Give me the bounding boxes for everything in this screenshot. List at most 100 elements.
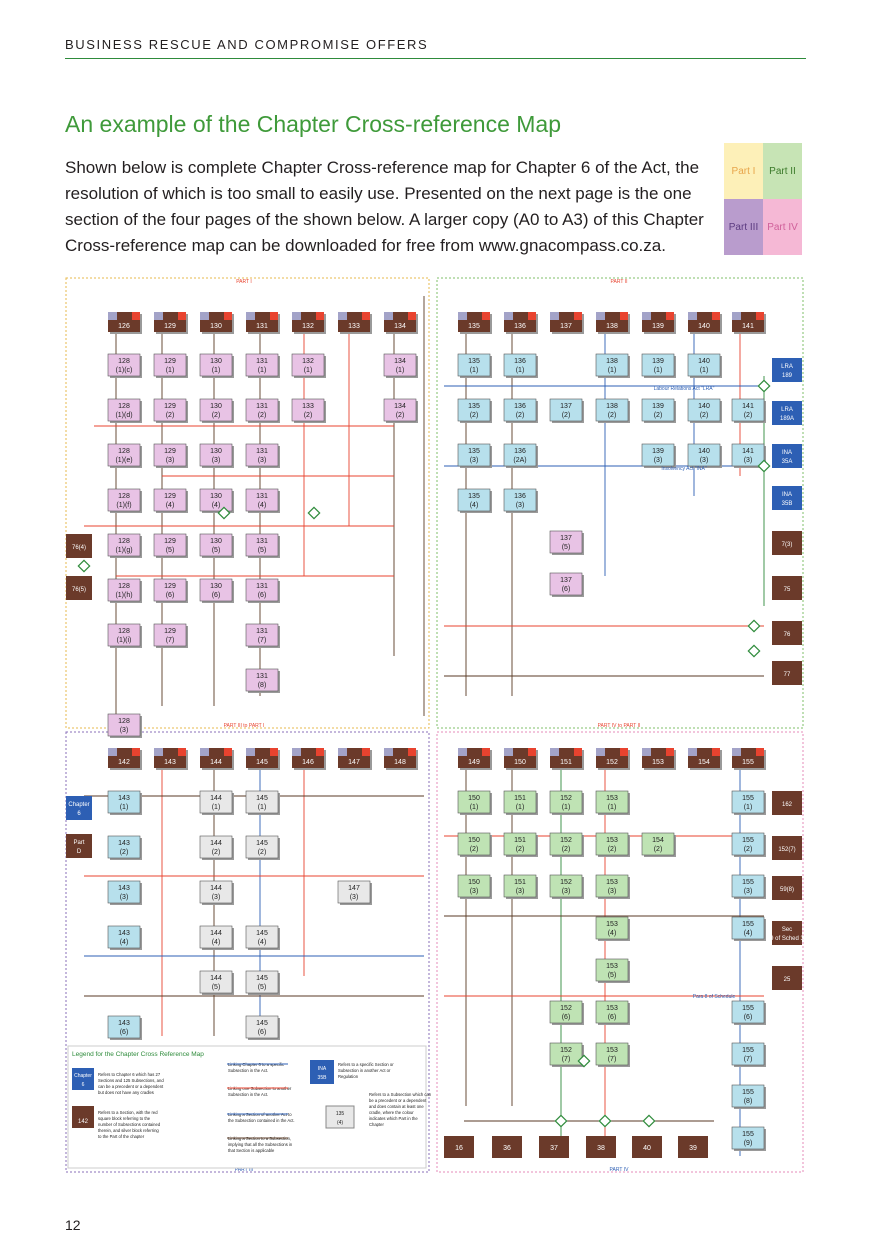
subsection-p2 xyxy=(641,443,675,467)
subsection-p4-label-b: (3) xyxy=(516,888,525,895)
right-ref-box xyxy=(772,791,802,815)
section-head-label-152: 152 xyxy=(606,759,618,766)
subsection-p4-label-b: (2) xyxy=(470,846,479,853)
legend-text: cradle, where the colour xyxy=(369,1110,414,1115)
subsection-p4 xyxy=(595,874,629,898)
subsection-p1 xyxy=(245,533,279,557)
subsection-p2-label-b: (2) xyxy=(700,412,709,419)
subsection-p3-label: 143 xyxy=(118,885,130,892)
subsection-p1 xyxy=(107,488,141,512)
subsection-p1-label: 132 xyxy=(302,358,314,365)
subsection-p1-label-b: (3) xyxy=(212,457,221,464)
subsection-p2 xyxy=(549,398,583,422)
section-part-tag xyxy=(642,312,651,320)
bottom-ref-box xyxy=(539,1136,569,1158)
legend-text: Refers to a Section, with the red xyxy=(98,1110,158,1115)
subsection-p2-label: 137 xyxy=(560,535,572,542)
subsection-p3-label-b: (1) xyxy=(212,804,221,811)
connector-node xyxy=(77,559,91,573)
section-part-tag xyxy=(200,748,209,756)
subsection-p1-label-b: (8) xyxy=(258,682,267,689)
section-part-tag xyxy=(292,748,301,756)
section-part-tag xyxy=(732,748,741,756)
subsection-p4-label-b: (3) xyxy=(608,888,617,895)
subsection-p3 xyxy=(245,970,279,994)
subsection-p4-label: 153 xyxy=(606,879,618,886)
section-part-tag xyxy=(596,312,605,320)
subsection-p2-label-b: (2) xyxy=(744,412,753,419)
subsection-p4-label: 155 xyxy=(742,921,754,928)
subsection-p4-label-b: (9) xyxy=(744,1140,753,1147)
subsection-p1 xyxy=(107,353,141,377)
subsection-p4 xyxy=(731,874,765,898)
subsection-p1 xyxy=(107,713,141,737)
section-count-tag xyxy=(482,748,490,756)
subsection-p3 xyxy=(245,835,279,859)
subsection-p3 xyxy=(199,790,233,814)
section-head-label-154: 154 xyxy=(698,759,710,766)
subsection-p3-label: 145 xyxy=(256,795,268,802)
legend-sample-subsection-label: 135 xyxy=(336,1111,345,1117)
subsection-p2 xyxy=(549,572,583,596)
section-count-tag xyxy=(712,748,720,756)
subsection-p3-label: 143 xyxy=(118,930,130,937)
legend-text: the Subsection contained in the Act. xyxy=(228,1118,295,1123)
bottom-ref-label: 16 xyxy=(455,1145,463,1152)
subsection-p3-label-b: (1) xyxy=(258,804,267,811)
part-color-legend: Part I Part II Part III Part IV xyxy=(724,143,802,255)
subsection-p4 xyxy=(503,832,537,856)
legend-text: be a precedent or a dependent xyxy=(369,1098,427,1103)
section-head-label-147: 147 xyxy=(348,759,360,766)
subsection-p4 xyxy=(457,832,491,856)
subsection-p3-label: 145 xyxy=(256,975,268,982)
connector-node xyxy=(747,644,761,658)
right-ref-label: INA xyxy=(782,450,792,456)
subsection-p4-label: 153 xyxy=(606,963,618,970)
subsection-p4-label: 153 xyxy=(606,921,618,928)
subsection-p1-label-b: (2) xyxy=(396,412,405,419)
subsection-p3-label: 144 xyxy=(210,975,222,982)
subsection-p3 xyxy=(199,880,233,904)
section-count-tag xyxy=(178,312,186,320)
subsection-p4-label-b: (1) xyxy=(744,804,753,811)
subsection-p2 xyxy=(731,398,765,422)
subsection-p3-label-b: (2) xyxy=(212,849,221,856)
subsection-p1-label: 129 xyxy=(164,628,176,635)
subsection-p3 xyxy=(245,1015,279,1039)
subsection-p3 xyxy=(107,1015,141,1039)
legend-text: number of Subsections contained xyxy=(98,1122,161,1127)
subsection-p4-label: 150 xyxy=(468,795,480,802)
legend-text: Sections and 125 Subsections, and xyxy=(98,1078,164,1083)
subsection-p1 xyxy=(153,488,187,512)
subsection-p1-label: 131 xyxy=(256,628,268,635)
quadrant-part-4 xyxy=(436,731,804,1173)
subsection-p3-label-b: (5) xyxy=(258,984,267,991)
subsection-p3-label-b: (4) xyxy=(212,939,221,946)
subsection-p1-label: 128 xyxy=(118,583,130,590)
label-part-3: PART III xyxy=(235,1167,253,1173)
right-ref-label: 25 xyxy=(784,977,791,983)
subsection-p3 xyxy=(199,835,233,859)
subsection-p4-label: 151 xyxy=(514,879,526,886)
subsection-p2-label: 140 xyxy=(698,358,710,365)
subsection-p1 xyxy=(245,668,279,692)
subsection-p2-label: 140 xyxy=(698,403,710,410)
subsection-p1-label-b: (1) xyxy=(166,367,175,374)
connector-node xyxy=(217,506,231,520)
section-head-label-141: 141 xyxy=(742,323,754,330)
subsection-p2 xyxy=(457,443,491,467)
section-part-tag xyxy=(246,312,255,320)
subsection-p4-label-b: (7) xyxy=(744,1056,753,1063)
subsection-p2-label-b: (2) xyxy=(470,412,479,419)
section-head-label-142: 142 xyxy=(118,759,130,766)
subsection-p1-label: 131 xyxy=(256,583,268,590)
subsection-p3-label-b: (6) xyxy=(120,1029,129,1036)
subsection-p4-label-b: (1) xyxy=(562,804,571,811)
subsection-p1-label-b: (6) xyxy=(258,592,267,599)
subsection-p3-label: 144 xyxy=(210,840,222,847)
subsection-p3-label: 145 xyxy=(256,840,268,847)
subsection-p1-label-b: (2) xyxy=(258,412,267,419)
section-part-tag xyxy=(292,312,301,320)
subsection-p1-label: 130 xyxy=(210,448,222,455)
section-count-tag xyxy=(316,748,324,756)
